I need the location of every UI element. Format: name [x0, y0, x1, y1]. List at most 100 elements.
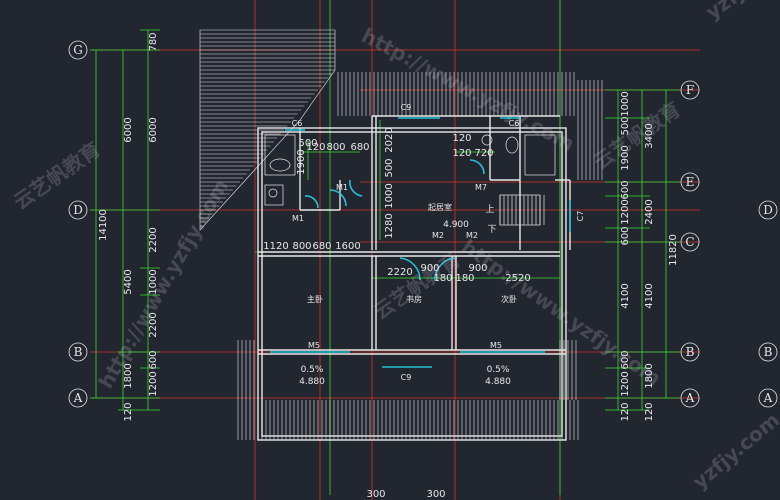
axis-label: C — [685, 235, 694, 249]
dim-text: 1120 — [263, 241, 288, 252]
axis-label: G — [73, 43, 83, 57]
dim-text: 680 — [350, 142, 369, 153]
room-study: 书房 — [406, 294, 422, 304]
room-living: 起居室 — [428, 202, 452, 212]
dim-text: 500 — [384, 158, 395, 177]
dim-text: 800 — [292, 241, 311, 252]
axis-label: D — [763, 203, 773, 217]
tag-m5-b: M5 — [490, 341, 502, 350]
tag-m2-b: M2 — [466, 231, 478, 240]
room-second: 次卧 — [501, 294, 517, 304]
roof-hatch-bottom — [237, 340, 579, 440]
slope-right: 0.5% — [487, 365, 510, 375]
dim-text: 5400 — [123, 269, 134, 294]
slope-left: 0.5% — [301, 365, 324, 375]
axis-bubbles-left: G D A B — [68, 40, 88, 408]
dim-text: 3400 — [644, 123, 655, 148]
dims-right: 11820 3400 2400 4100 1800 120 1000 500 1… — [620, 91, 679, 421]
dim-text: 1000 — [384, 183, 395, 208]
dim-text: 180 — [433, 273, 452, 284]
tag-m2-a: M2 — [432, 231, 444, 240]
dim-text: 2400 — [644, 199, 655, 224]
axis-label: B — [74, 345, 83, 359]
dim-text: 120 — [452, 133, 471, 144]
dim-text: 300 — [366, 489, 385, 500]
dim-text: 500 — [620, 116, 631, 135]
dim-text: 2520 — [505, 273, 530, 284]
dim-text: 120 — [452, 148, 471, 159]
stair-up: 上 — [485, 204, 494, 215]
dims-plan: 120 800 680 120 120 720 1120 800 680 160… — [263, 127, 530, 500]
tag-c7: C7 — [576, 211, 585, 222]
dim-lines-right — [605, 89, 680, 411]
dim-text: 1900 — [296, 149, 307, 174]
tag-m7: M7 — [475, 183, 487, 192]
dims-left: 14100 6000 5400 1800 120 780 6000 2200 1… — [98, 32, 159, 421]
roof-hatch-top — [337, 72, 603, 180]
dim-text: 780 — [148, 32, 159, 51]
dim-text: 1900 — [620, 145, 631, 170]
dim-text: 1200 — [620, 371, 631, 396]
room-master: 主卧 — [307, 294, 323, 304]
dim-text: 2200 — [148, 227, 159, 252]
dim-text: 300 — [426, 489, 445, 500]
level-living: 4.900 — [443, 220, 469, 230]
dim-text: 120 — [620, 402, 631, 421]
dim-text: 1200 — [148, 371, 159, 396]
dim-text: 1600 — [335, 241, 360, 252]
axis-label: A — [73, 391, 83, 405]
roof-hatch-left — [199, 29, 336, 231]
dim-text: 1280 — [384, 213, 395, 238]
dim-text: 600 — [148, 350, 159, 369]
axis-label: B — [686, 345, 695, 359]
dim-text: 1000 — [620, 91, 631, 116]
dim-text: 500 — [298, 138, 317, 149]
tag-m1-a: M1 — [292, 214, 304, 223]
watermark: yzfjy.com — [688, 408, 780, 494]
dim-text: 2200 — [148, 312, 159, 337]
tag-c6-left: C6 — [292, 119, 303, 128]
dim-text: 2020 — [384, 127, 395, 152]
window-tags: C9 C6 C6 C7 C9 M1 M1 M2 M2 M5 M5 M7 — [292, 103, 585, 382]
axis-label: A — [763, 391, 773, 405]
watermark: 云艺帆教育 — [369, 247, 465, 324]
tag-c9-top: C9 — [401, 103, 412, 112]
dim-text: 6000 — [148, 117, 159, 142]
axis-label: D — [73, 203, 83, 217]
dim-text: 900 — [420, 263, 439, 274]
dim-text: 1800 — [644, 363, 655, 388]
dim-text: 120 — [644, 402, 655, 421]
watermark: 云艺帆教育 — [9, 137, 105, 214]
level-left: 4.880 — [299, 377, 325, 387]
dim-text: 720 — [474, 148, 493, 159]
dim-text: 120 — [123, 402, 134, 421]
axis-label: A — [685, 391, 695, 405]
watermark: http://www.yzfjy.com — [94, 175, 234, 393]
dim-text: 600 — [620, 180, 631, 199]
watermark: yzfjy — [701, 0, 758, 24]
stair-down: 下 — [487, 225, 496, 235]
walls — [257, 115, 571, 441]
tag-m1-b: M1 — [336, 183, 348, 192]
dim-text: 120 — [306, 142, 325, 153]
dim-lines-left — [90, 29, 160, 411]
dim-text: 1200 — [620, 199, 631, 224]
axis-label: B — [764, 345, 773, 359]
axis-label: E — [686, 175, 695, 189]
dim-text: 180 — [455, 273, 474, 284]
dim-text: 4100 — [620, 283, 631, 308]
tag-c6-right: C6 — [509, 119, 520, 128]
level-labels: 4.900 上 下 0.5% 4.880 0.5% 4.880 — [299, 204, 511, 387]
level-right: 4.880 — [485, 377, 511, 387]
dim-text: 1000 — [148, 269, 159, 294]
axis-label: F — [686, 83, 694, 97]
watermark: 云艺帆教育 — [589, 97, 685, 174]
dim-text: 1800 — [123, 363, 134, 388]
axis-bubbles-right: F E C B A D B A — [680, 80, 778, 408]
dim-text: 900 — [468, 263, 487, 274]
tag-m5-a: M5 — [308, 341, 320, 350]
dim-text: 6000 — [123, 117, 134, 142]
windows — [270, 117, 571, 368]
dim-text: 14100 — [98, 209, 109, 241]
